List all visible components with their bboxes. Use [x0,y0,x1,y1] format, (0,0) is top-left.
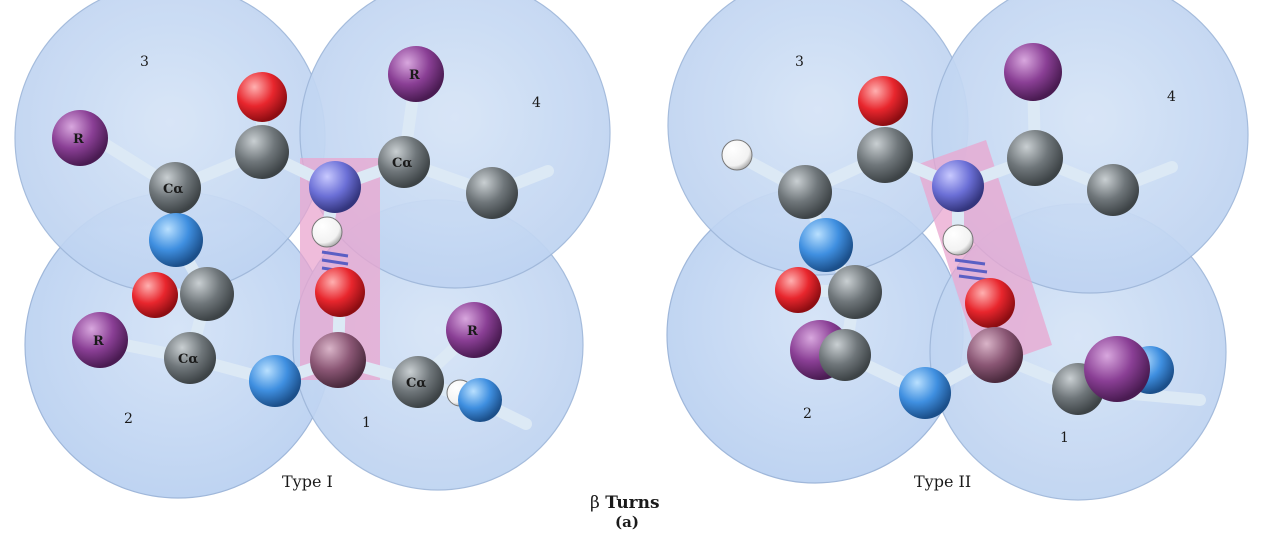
atoms [52,46,518,422]
oxygen-atom [858,76,908,126]
residue-number-2: 2 [124,411,133,427]
alpha-carbon-atom [392,356,444,408]
type-i-caption: Type I [282,472,333,491]
carbon-atom [1087,164,1139,216]
oxygen-atom [965,278,1015,328]
oxygen-atom [237,72,287,122]
r-group-atom [52,110,108,166]
r-group-label: R [409,68,420,83]
nitrogen-atom [458,378,502,422]
type-ii-caption: Type II [914,472,972,491]
r-group-label: R [73,132,84,147]
carbonyl-carbon-atom [857,127,913,183]
type-i-turn: 3 4 2 1 R R R R Cα Cα Cα Cα [14,0,611,499]
nitrogen-atom [899,367,951,419]
type-ii-turn: 3 4 2 1 [666,0,1249,501]
r-group-atom [1084,336,1150,402]
r-group-atom [1004,43,1062,101]
carbonyl-carbon-atom [310,332,366,388]
residue-number-1: 1 [1060,430,1069,446]
r-group-label: R [93,334,104,349]
alpha-carbon-atom [778,165,832,219]
nitrogen-atom [149,213,203,267]
residue-number-3: 3 [140,54,149,70]
panel-label: (a) [615,513,639,531]
alpha-carbon-atom [164,332,216,384]
r-group-atom [446,302,502,358]
oxygen-atom [775,267,821,313]
carbonyl-carbon-atom [180,267,234,321]
hydrogen-atom [721,139,753,171]
oxygen-atom [132,272,178,318]
r-group-label: R [467,324,478,339]
residue-numbers: 3 4 2 1 [795,54,1176,446]
alpha-carbon-label: Cα [163,182,183,197]
amide-hydrogen-atom [311,216,343,248]
alpha-carbon-atom [819,329,871,381]
residue-number-4: 4 [532,95,541,111]
figure-title: β Turns [590,493,660,513]
atom-labels: 3 4 2 1 R R R R Cα Cα Cα Cα [73,54,541,431]
carbonyl-carbon-atom [235,125,289,179]
oxygen-atom [315,267,365,317]
nitrogen-atom [249,355,301,407]
amide-nitrogen-atom [309,161,361,213]
title-word: Turns [605,493,660,513]
amide-nitrogen-atom [932,160,984,212]
carbonyl-carbon-atom [828,265,882,319]
residue-number-2: 2 [803,406,812,422]
carbonyl-carbon-atom [967,327,1023,383]
nitrogen-atom [799,218,853,272]
residue-number-4: 4 [1167,89,1176,105]
hbond-dash [954,258,986,266]
alpha-carbon-label: Cα [178,352,198,367]
alpha-carbon-atom [1007,130,1063,186]
amide-hydrogen-atom [942,224,974,256]
r-group-atom [388,46,444,102]
hbond-dash [321,258,349,266]
residue-number-3: 3 [795,54,804,70]
r-group-atom [72,312,128,368]
beta-symbol: β [590,493,600,513]
alpha-carbon-atom [378,136,430,188]
carbon-atom [466,167,518,219]
atoms [721,43,1174,419]
alpha-carbon-label: Cα [392,156,412,171]
alpha-carbon-label: Cα [406,376,426,391]
hbond-dash [321,250,349,258]
residue-number-1: 1 [362,415,371,431]
hbond-dash [956,266,988,274]
alpha-carbon-atom [149,162,201,214]
